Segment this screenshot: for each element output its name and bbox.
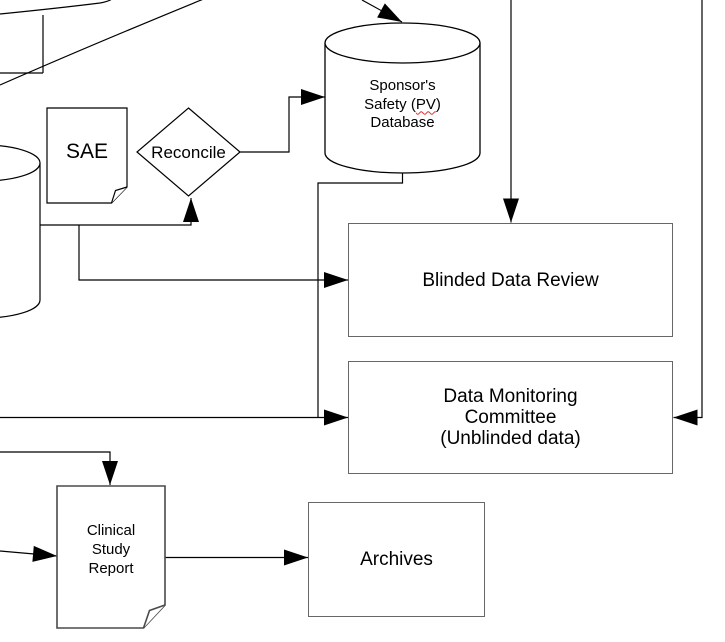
edge-right-to-dmc — [673, 0, 703, 426]
edge-left-to-csr-top — [0, 451, 118, 485]
csr-document-label: Clinical Study Report — [86, 522, 136, 577]
edge-left-to-csr-side — [0, 545, 58, 562]
edge-leftcylinder-to-reconcile — [40, 198, 199, 226]
edge-sponsor-db-to-dmc — [317, 173, 404, 418]
topleft-rect-fragment — [0, 15, 44, 74]
sae-document-shape — [46, 107, 128, 204]
dmc-label: Data Monitoring Committee (Unblinded dat… — [440, 386, 581, 449]
curved-flow-line — [0, 0, 203, 86]
left-cylinder — [0, 145, 41, 318]
reconcile-decision-label: Reconcile — [151, 143, 226, 162]
node-data-monitoring-committee: Data Monitoring Committee (Unblinded dat… — [348, 361, 673, 474]
csr-document-shape — [56, 485, 166, 629]
topleft-rounded-shape-fragment — [0, 0, 112, 15]
node-blinded-data-review: Blinded Data Review — [348, 223, 673, 337]
sponsor-db-label: Sponsor's Safety (PV) Database — [364, 77, 441, 131]
archives-label: Archives — [360, 549, 433, 570]
spellcheck-squiggle: PV — [415, 95, 436, 113]
edge-into-sponsor-db-top — [361, 0, 403, 23]
reconcile-diamond-shape — [136, 107, 241, 197]
blinded-data-review-label: Blinded Data Review — [422, 269, 599, 291]
edge-reconcile-to-sponsor-db — [240, 89, 325, 153]
node-archives: Archives — [308, 502, 485, 617]
edge-to-blinded-review-left — [78, 225, 348, 288]
sae-document-label: SAE — [65, 140, 109, 163]
sponsor-db-cylinder — [324, 22, 481, 174]
